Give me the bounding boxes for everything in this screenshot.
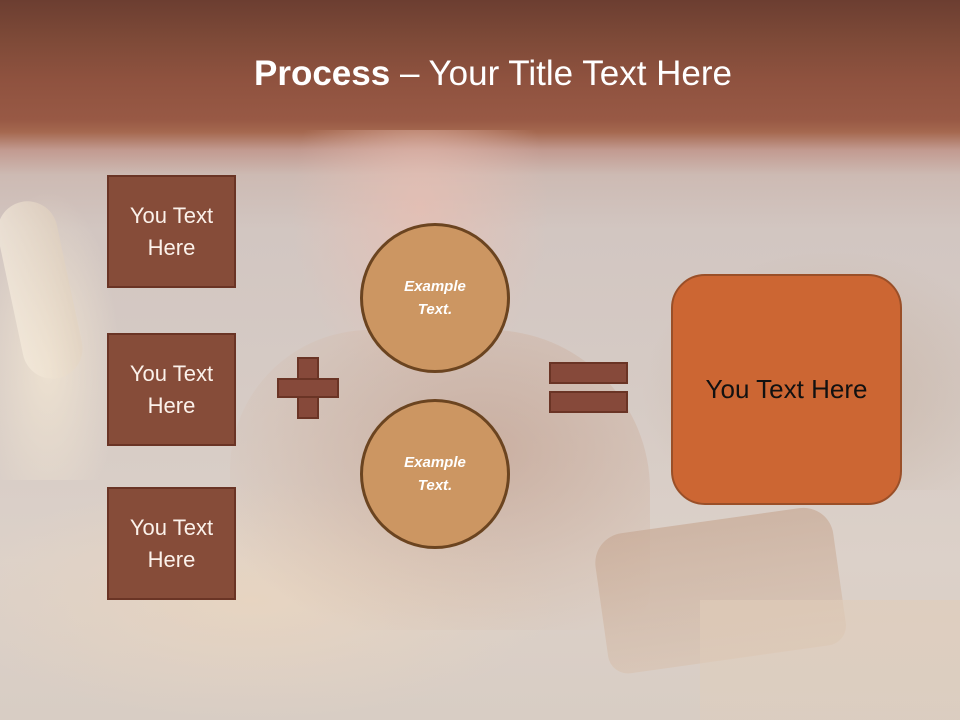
example-circle-1[interactable]: Example Text. <box>360 223 510 373</box>
text-box-3-label: You Text Here <box>129 514 214 572</box>
example-circle-1-label: Example Text. <box>404 278 466 318</box>
result-box[interactable]: You Text Here <box>671 274 902 505</box>
example-circle-2[interactable]: Example Text. <box>360 399 510 549</box>
equals-icon-top-bar[interactable] <box>549 362 628 384</box>
text-box-1-label: You Text Here <box>129 202 214 260</box>
example-circle-2-label: Example Text. <box>404 454 466 494</box>
background-cutting-board <box>700 600 960 720</box>
text-box-3[interactable]: You Text Here <box>107 487 236 600</box>
result-box-label: You Text Here <box>705 374 868 404</box>
title-rest: – Your Title Text Here <box>390 54 732 93</box>
title-bold: Process <box>254 54 391 93</box>
plus-center <box>299 380 317 396</box>
text-box-2-label: You Text Here <box>129 360 214 418</box>
equals-icon-bottom-bar[interactable] <box>549 391 628 413</box>
plus-icon[interactable] <box>277 357 339 419</box>
text-box-1[interactable]: You Text Here <box>107 175 236 288</box>
text-box-2[interactable]: You Text Here <box>107 333 236 446</box>
slide-title[interactable]: Process – Your Title Text Here <box>0 52 960 96</box>
